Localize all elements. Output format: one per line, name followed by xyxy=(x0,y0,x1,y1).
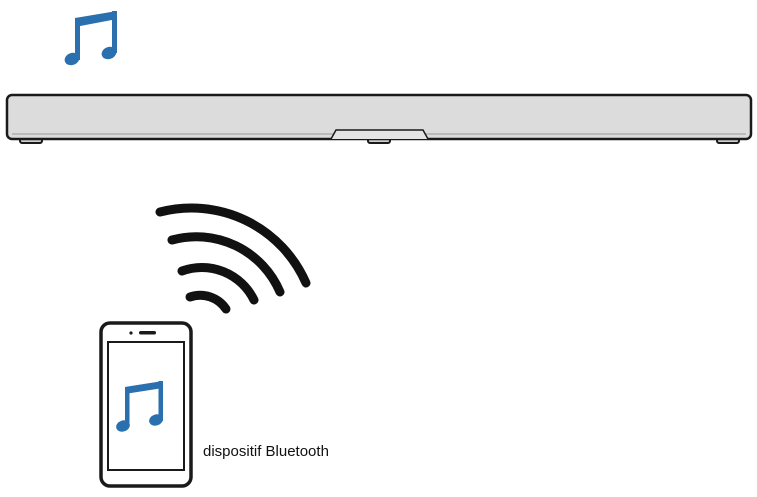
soundbar xyxy=(5,93,753,144)
device-label: dispositif Bluetooth xyxy=(203,443,329,460)
wireless-signal-icon xyxy=(155,203,311,314)
smartphone xyxy=(99,321,193,488)
music-note-icon xyxy=(64,11,117,66)
music-note-icon xyxy=(116,381,163,432)
